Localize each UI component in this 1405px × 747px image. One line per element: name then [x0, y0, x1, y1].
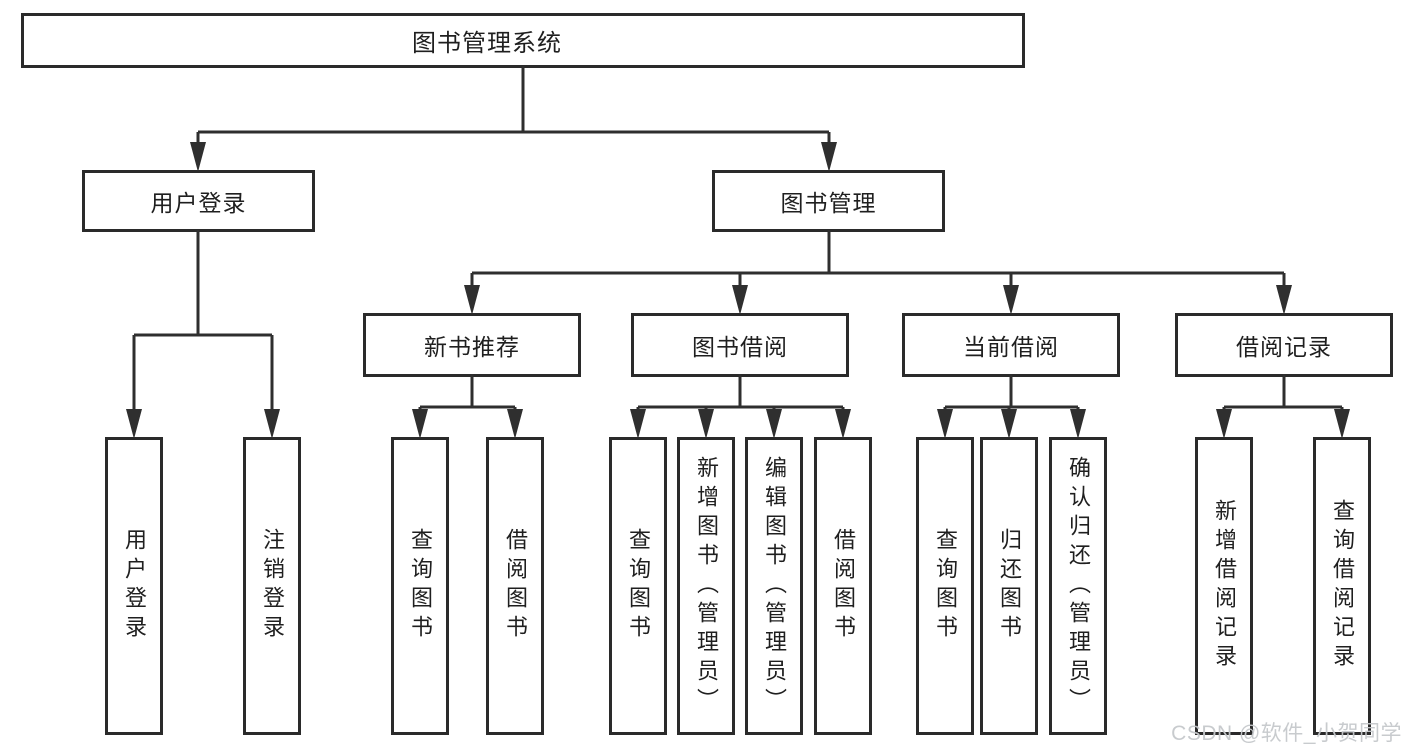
- leaf-label: 新增借阅记录: [1212, 499, 1237, 673]
- leaf-edit-book-admin: 编辑图书（管理员）: [745, 437, 803, 735]
- leaf-confirm-return-admin: 确认归还（管理员）: [1049, 437, 1107, 735]
- node-label: 图书管理系统: [412, 30, 562, 57]
- node-library-system: 图书管理系统: [21, 13, 1025, 68]
- node-label: 图书管理: [780, 190, 877, 216]
- node-book-management: 图书管理: [712, 170, 945, 232]
- leaf-query-books-borrowing: 查询图书: [609, 437, 667, 735]
- arrow-down-icon: [732, 285, 748, 315]
- arrow-down-icon: [190, 142, 206, 172]
- node-label: 图书借阅: [692, 334, 788, 360]
- arrow-down-icon: [1216, 409, 1232, 439]
- leaf-label: 归还图书: [997, 528, 1022, 644]
- node-label: 借阅记录: [1236, 334, 1332, 360]
- leaf-label: 注销登录: [260, 528, 285, 644]
- leaf-borrow-books-recommend: 借阅图书: [486, 437, 544, 735]
- leaf-borrow-books: 借阅图书: [814, 437, 872, 735]
- leaf-label: 借阅图书: [503, 528, 528, 644]
- leaf-query-books-recommend: 查询图书: [391, 437, 449, 735]
- arrow-down-icon: [766, 409, 782, 439]
- arrow-down-icon: [264, 409, 280, 439]
- arrow-down-icon: [1070, 409, 1086, 439]
- leaf-logout: 注销登录: [243, 437, 301, 735]
- node-borrowing-records: 借阅记录: [1175, 313, 1393, 377]
- arrow-down-icon: [412, 409, 428, 439]
- arrow-down-icon: [821, 142, 837, 172]
- leaf-label: 查询图书: [626, 528, 651, 644]
- leaf-label: 新增图书（管理员）: [694, 455, 719, 717]
- arrow-down-icon: [1276, 285, 1292, 315]
- leaf-label: 编辑图书（管理员）: [762, 455, 787, 717]
- leaf-label: 借阅图书: [831, 528, 856, 644]
- leaf-query-borrow-record: 查询借阅记录: [1313, 437, 1371, 735]
- arrow-down-icon: [698, 409, 714, 439]
- leaf-label: 查询借阅记录: [1330, 499, 1355, 673]
- leaf-add-book-admin: 新增图书（管理员）: [677, 437, 735, 735]
- arrow-down-icon: [630, 409, 646, 439]
- leaf-label: 用户登录: [122, 528, 147, 644]
- csdn-watermark: CSDN @软件_小贺同学: [1171, 722, 1402, 745]
- node-user-login: 用户登录: [82, 170, 315, 232]
- node-new-book-recommendation: 新书推荐: [363, 313, 581, 377]
- node-label: 新书推荐: [424, 334, 520, 360]
- arrow-down-icon: [507, 409, 523, 439]
- arrow-down-icon: [126, 409, 142, 439]
- leaf-label: 查询图书: [933, 528, 958, 644]
- arrow-down-icon: [464, 285, 480, 315]
- arrow-down-icon: [1003, 285, 1019, 315]
- leaf-query-books-current: 查询图书: [916, 437, 974, 735]
- leaf-add-borrow-record: 新增借阅记录: [1195, 437, 1253, 735]
- leaf-label: 确认归还（管理员）: [1066, 455, 1091, 717]
- node-label: 用户登录: [150, 190, 247, 216]
- arrow-down-icon: [937, 409, 953, 439]
- leaf-user-login: 用户登录: [105, 437, 163, 735]
- node-current-borrowing: 当前借阅: [902, 313, 1120, 377]
- node-book-borrowing: 图书借阅: [631, 313, 849, 377]
- arrow-down-icon: [1001, 409, 1017, 439]
- leaf-label: 查询图书: [408, 528, 433, 644]
- arrow-down-icon: [835, 409, 851, 439]
- node-label: 当前借阅: [963, 334, 1059, 360]
- arrow-down-icon: [1334, 409, 1350, 439]
- leaf-return-books: 归还图书: [980, 437, 1038, 735]
